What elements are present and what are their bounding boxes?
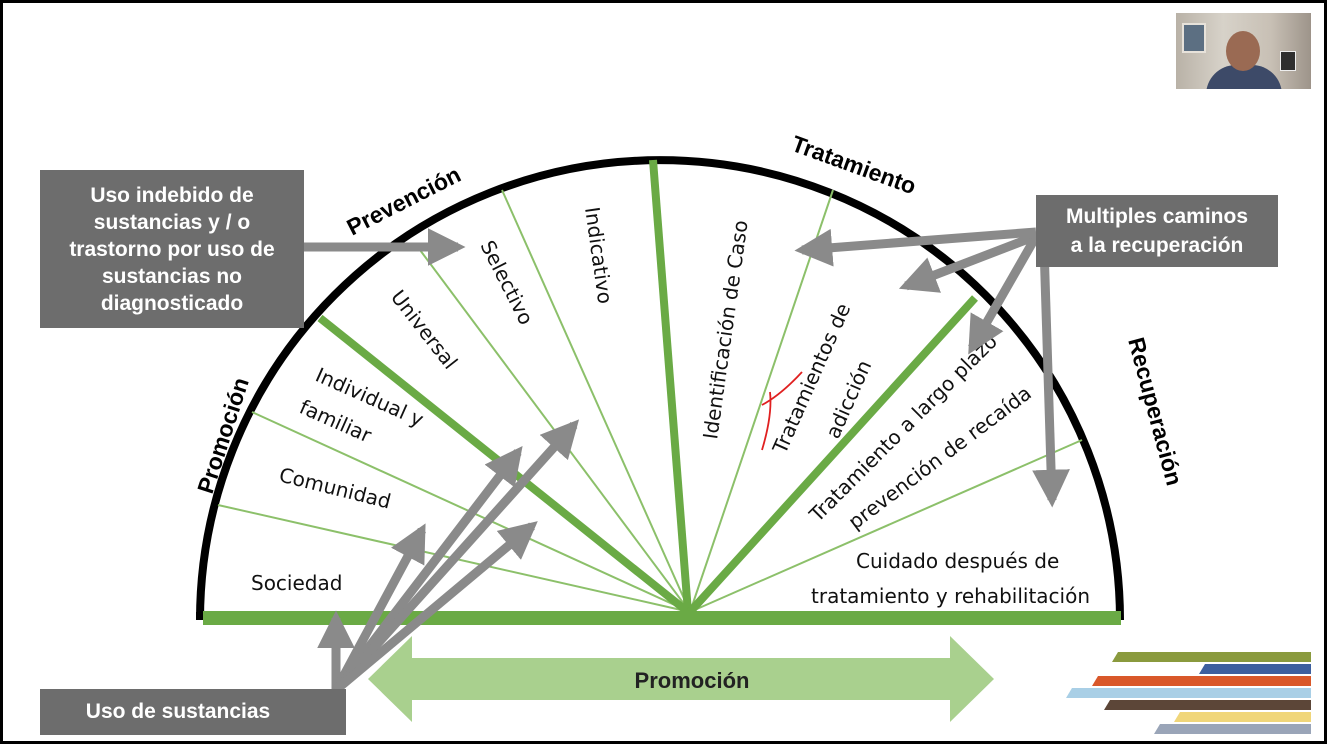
sector-tratamientos-line2: adicción — [821, 356, 877, 442]
phase-prevencion: Prevención — [342, 161, 464, 240]
spoke-selectivo-indicativo — [501, 189, 691, 613]
sector-sociedad: Sociedad — [251, 571, 342, 595]
promocion-bottom-label: Promoción — [635, 668, 750, 693]
arrow-to-cuidado — [1032, 245, 1070, 508]
spoke-tratamiento-recuperacion — [687, 295, 978, 615]
red-annotation — [761, 371, 803, 451]
arrow-to-comunidad-2 — [333, 521, 538, 694]
wall-frame-icon — [1280, 51, 1296, 71]
arrow-to-tratamientos — [898, 231, 1038, 293]
arrows-uso-sustancias — [317, 419, 580, 694]
annotation-stroke-2 — [761, 371, 803, 406]
arrows-multiples — [794, 227, 1070, 508]
sector-identificacion: Identificación de Caso — [698, 219, 753, 441]
arrow-to-identificacion — [794, 227, 1037, 267]
presenter-video-thumbnail[interactable] — [1176, 13, 1311, 89]
callout-uso-indebido: Uso indebido de sustancias y / o trastor… — [40, 170, 304, 328]
wall-picture-icon — [1182, 23, 1206, 53]
sector-cuidado-line1: Cuidado después de — [856, 549, 1059, 573]
annotation-stroke-1 — [761, 391, 772, 451]
arrow-to-largo-plazo — [968, 237, 1038, 355]
sector-universal: Universal — [386, 285, 462, 373]
presenter-head — [1226, 31, 1260, 71]
callout-uso-sustancias: Uso de sustancias — [40, 689, 346, 735]
sector-indicativo: Indicativo — [580, 205, 617, 305]
arrow-to-universal — [332, 419, 580, 694]
phase-tratamiento: Tratamiento — [788, 130, 919, 199]
arrow-to-comunidad — [332, 523, 426, 693]
spoke-prevencion-tratamiento — [649, 159, 692, 613]
promocion-double-arrow — [368, 636, 994, 722]
semicircle-arc — [196, 156, 1124, 621]
decorative-stripes — [1066, 652, 1311, 734]
callout-multiples-caminos: Multiples caminos a la recuperación — [1036, 195, 1278, 267]
baseline-bar — [203, 611, 1121, 625]
phase-recuperacion: Recuperación — [1123, 335, 1187, 489]
sector-comunidad: Comunidad — [277, 463, 394, 514]
spoke-largo-cuidado — [689, 439, 1083, 613]
sector-cuidado-line2: tratamiento y rehabilitación — [811, 584, 1090, 608]
